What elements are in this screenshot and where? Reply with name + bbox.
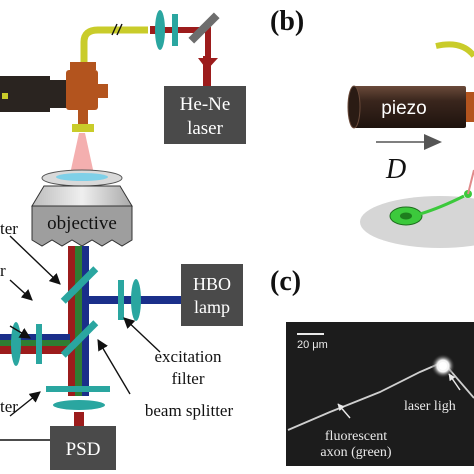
excitation-label-2: filter xyxy=(171,369,204,388)
sample-dish xyxy=(41,169,123,187)
he-ne-laser-box: He-Ne laser xyxy=(164,86,246,144)
excitation-filter-element xyxy=(118,280,124,320)
left-label-top: ter xyxy=(0,219,18,238)
left-filter xyxy=(36,324,42,364)
piezo-actuator: piezo xyxy=(347,85,474,129)
he-ne-label-1: He-Ne xyxy=(180,94,231,115)
hbo-label-1: HBO xyxy=(193,274,231,294)
beam-splitter-label: beam splitter xyxy=(145,401,234,420)
beam-splitter-top xyxy=(60,266,99,304)
laser-light-label: laser ligh xyxy=(404,399,456,414)
detection-beams xyxy=(0,334,70,354)
fiber-coupler xyxy=(66,62,108,132)
bottom-lens xyxy=(53,400,105,410)
displacement-label: D xyxy=(385,154,406,185)
optical-fiber xyxy=(80,23,148,64)
axon-arrow xyxy=(337,403,351,419)
displacement-arrow: D xyxy=(376,134,442,185)
panel-b-fiber xyxy=(435,41,474,58)
left-label-mid: r xyxy=(0,261,6,280)
micrograph: 20 μm laser ligh fluorescent axon (green… xyxy=(286,322,474,466)
objective: objective xyxy=(31,185,133,247)
psd-beam xyxy=(74,412,84,426)
panel-c-label: (c) xyxy=(270,266,301,297)
laser-arrow xyxy=(448,373,461,391)
excitation-lens xyxy=(131,279,141,321)
piezo-label: piezo xyxy=(381,98,426,119)
laser-filter xyxy=(172,14,178,46)
beam-splitter-bottom xyxy=(60,320,99,358)
coupling-lens xyxy=(155,10,165,50)
annotation-arrows xyxy=(9,235,161,417)
laser-spot xyxy=(439,362,447,370)
he-ne-label-2: laser xyxy=(187,118,224,139)
axon-label-1: fluorescent xyxy=(325,429,387,444)
left-housing xyxy=(0,76,68,112)
bottom-filter xyxy=(46,386,110,392)
fold-mirror xyxy=(188,12,220,44)
left-lens xyxy=(11,322,21,366)
hbo-lamp-box: HBO lamp xyxy=(181,264,243,326)
objective-label: objective xyxy=(47,213,117,234)
neuron-dish xyxy=(360,169,474,248)
scale-bar-label: 20 μm xyxy=(297,339,328,351)
panel-b-label: (b) xyxy=(270,6,304,37)
laser-cone xyxy=(70,133,94,174)
psd-label: PSD xyxy=(66,439,101,460)
excitation-label-1: excitation xyxy=(154,347,222,366)
left-label-bottom: ter xyxy=(0,397,18,416)
axon-label-2: axon (green) xyxy=(320,445,391,460)
hbo-label-2: lamp xyxy=(194,297,230,317)
vertical-beams xyxy=(68,246,89,396)
psd-box: PSD xyxy=(50,426,116,470)
